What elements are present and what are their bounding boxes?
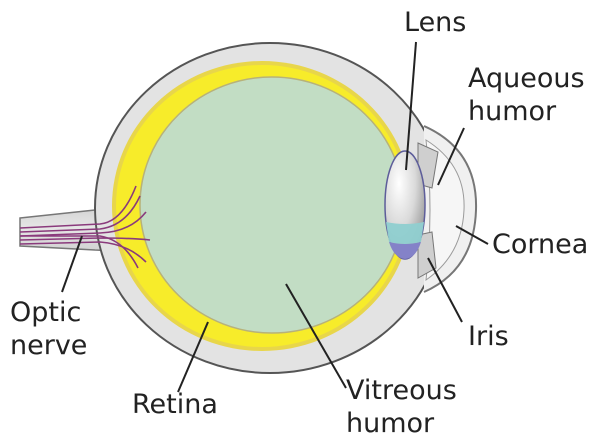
label-aqueous-humor: Aqueous humor xyxy=(468,62,585,128)
label-optic-nerve: Optic nerve xyxy=(10,296,87,362)
label-retina: Retina xyxy=(132,388,218,421)
label-cornea: Cornea xyxy=(492,228,588,261)
label-vitreous-humor: Vitreous humor xyxy=(346,374,457,439)
label-lens: Lens xyxy=(404,6,466,39)
vitreous-humor xyxy=(140,77,404,333)
label-optic-nerve-line1: Optic xyxy=(10,296,87,329)
label-optic-nerve-line2: nerve xyxy=(10,329,87,362)
label-iris: Iris xyxy=(468,320,509,353)
lens-iris-tint xyxy=(386,222,424,244)
label-aqueous-humor-line1: Aqueous xyxy=(468,62,585,95)
label-vitreous-humor-line1: Vitreous xyxy=(346,374,457,407)
label-aqueous-humor-line2: humor xyxy=(468,95,585,128)
label-vitreous-humor-line2: humor xyxy=(346,407,457,439)
